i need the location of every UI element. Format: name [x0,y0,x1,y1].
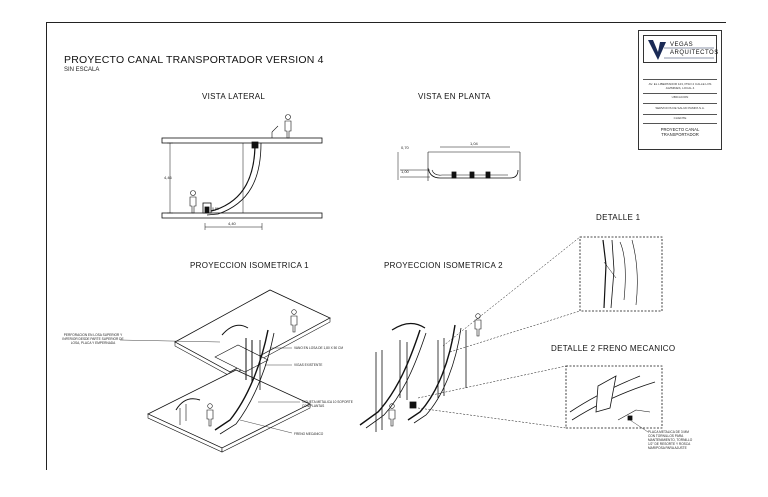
logo-text-line2: ARQUITECTOS [670,50,719,56]
person-figure-icon [290,309,298,333]
view-label-lateral: VISTA LATERAL [202,92,266,101]
view-label-planta: VISTA EN PLANTA [418,92,491,101]
dim-planta-left-top: 0,70 [401,145,409,150]
planta-view [397,146,521,181]
person-figure-icon [388,403,396,427]
drawing-title: PROYECTO CANAL TRANSPORTADOR VERSION 4 [64,54,324,66]
person-figure-icon [284,114,292,139]
logo-text-line1: VEGAS [670,42,694,48]
dim-lateral-width: 4,40 [228,221,236,226]
person-figure-icon [474,313,482,337]
title-block: VEGAS ARQUITECTOS AV. EL LIBERTADOR 123,… [638,30,722,150]
note-iso1-vigas: VIGAS EXISTENTE [294,363,323,367]
detalle1-view [442,236,663,353]
dim-lateral-height: 4,46 [164,175,172,180]
view-label-detalle1: DETALLE 1 [596,213,641,222]
view-label-iso2: PROYECCION ISOMETRICA 2 [384,261,503,270]
dim-lateral-small: 0,80 [212,207,219,211]
tb-project: PROYECTO CANAL TRANSPORTADOR [660,127,700,137]
person-figure-icon [189,190,197,214]
detalle2-view [417,365,663,433]
note-iso1-vano: VANO EN LOSA DE 1,80 X 50 CM [294,346,344,350]
drawing-sheet-border [46,22,726,470]
logo-mark-icon [648,40,714,60]
iso2-view [359,313,482,432]
tb-address: AV. EL LIBERTADOR 123, PISO 2 CALLE LOS … [643,79,717,90]
note-iso1-freno: FRENO MECANICO [294,432,324,436]
dim-planta-left-bottom: 1,00 [401,169,409,174]
person-figure-icon [206,403,214,427]
view-label-iso1: PROYECCION ISOMETRICA 1 [190,261,309,270]
note-iso1-vigueta: VIGUETA METALICA 10 SOPORTE CON PLANTAS [302,400,353,408]
lateral-view [161,114,323,230]
tb-location-label: UBICACION [643,93,717,99]
note-iso1-left: PERFORACION EN LOSA SUPERIOR Y INFERIOR … [62,333,124,345]
dim-planta-top: 1,04 [470,141,478,146]
tb-client-label: CLIENTE [643,114,717,120]
tb-client: SERVICIOS DE SALUD PAMPA S.A. [643,103,717,110]
iso1-view [119,289,331,453]
scale-note: SIN ESCALA [64,67,100,73]
view-label-detalle2: DETALLE 2 FRENO MECANICO [551,344,676,353]
note-detalle2: PLACA METALICA DE 3 MM CON TORNILLOS PAR… [648,430,693,450]
company-logo: VEGAS ARQUITECTOS [643,35,719,63]
tb-divider [643,123,717,124]
